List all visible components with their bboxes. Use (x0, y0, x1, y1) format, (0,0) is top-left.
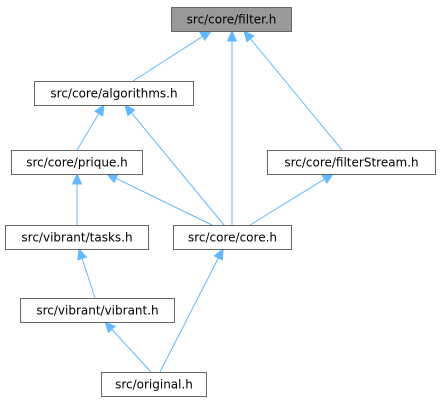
edge-line (111, 329, 152, 373)
edge-line (249, 38, 343, 151)
edge-original-to-core (159, 247, 224, 373)
node-original[interactable]: src/original.h (101, 372, 207, 397)
edge-core-to-filterStream (249, 173, 335, 226)
node-filter-box (171, 7, 292, 32)
node-filterStream-label: src/core/filterStream.h (284, 156, 418, 170)
edge-line (159, 257, 219, 373)
edge-core-to-algorithms (124, 104, 225, 226)
nodes-layer: src/core/filter.h src/core/algorithms.h … (5, 7, 436, 397)
node-vibrant-label: src/vibrant/vibrant.h (36, 304, 158, 318)
edge-line (130, 112, 225, 226)
arrowhead-icon (124, 104, 136, 117)
edges-layer (71, 29, 343, 373)
node-tasks-box (5, 225, 149, 250)
arrowhead-icon (105, 173, 119, 184)
edge-line (132, 35, 203, 82)
arrowhead-icon (199, 30, 213, 42)
node-algorithms[interactable]: src/core/algorithms.h (34, 81, 194, 106)
node-vibrant[interactable]: src/vibrant/vibrant.h (20, 298, 175, 323)
arrowhead-icon (213, 247, 224, 261)
node-filter-label: src/core/filter.h (187, 13, 277, 27)
edge-line (76, 113, 100, 151)
node-vibrant-box (20, 298, 175, 323)
edge-line (115, 177, 213, 226)
node-tasks[interactable]: src/vibrant/tasks.h (5, 225, 149, 250)
edge-tasks-to-prique (71, 172, 83, 225)
node-filterStream[interactable]: src/core/filterStream.h (267, 150, 436, 175)
node-core-box (173, 225, 292, 250)
node-filter[interactable]: src/core/filter.h (171, 7, 292, 32)
arrowhead-icon (94, 103, 105, 117)
node-filterStream-box (267, 150, 436, 175)
arrowhead-icon (77, 247, 88, 261)
node-algorithms-label: src/core/algorithms.h (50, 87, 177, 101)
edge-core-to-filter (226, 29, 238, 225)
edge-line (249, 178, 325, 226)
node-tasks-label: src/vibrant/tasks.h (21, 231, 132, 245)
node-prique[interactable]: src/core/prique.h (11, 150, 143, 175)
node-algorithms-box (34, 81, 194, 106)
edge-prique-to-algorithms (76, 103, 105, 151)
edge-algorithms-to-filter (132, 30, 213, 82)
node-original-label: src/original.h (115, 378, 193, 392)
arrowhead-icon (226, 29, 238, 42)
arrowhead-icon (243, 30, 255, 43)
arrowhead-icon (71, 172, 83, 185)
node-core[interactable]: src/core/core.h (173, 225, 292, 250)
edge-line (81, 258, 96, 299)
node-prique-label: src/core/prique.h (26, 156, 128, 170)
edge-filterStream-to-filter (243, 30, 343, 151)
arrowhead-icon (321, 173, 335, 184)
edge-core-to-prique (105, 173, 213, 226)
node-prique-box (11, 150, 143, 175)
edge-vibrant-to-tasks (77, 247, 96, 299)
node-original-box (101, 372, 207, 397)
node-core-label: src/core/core.h (188, 231, 277, 245)
edge-original-to-vibrant (104, 321, 152, 373)
arrowhead-icon (104, 321, 116, 334)
